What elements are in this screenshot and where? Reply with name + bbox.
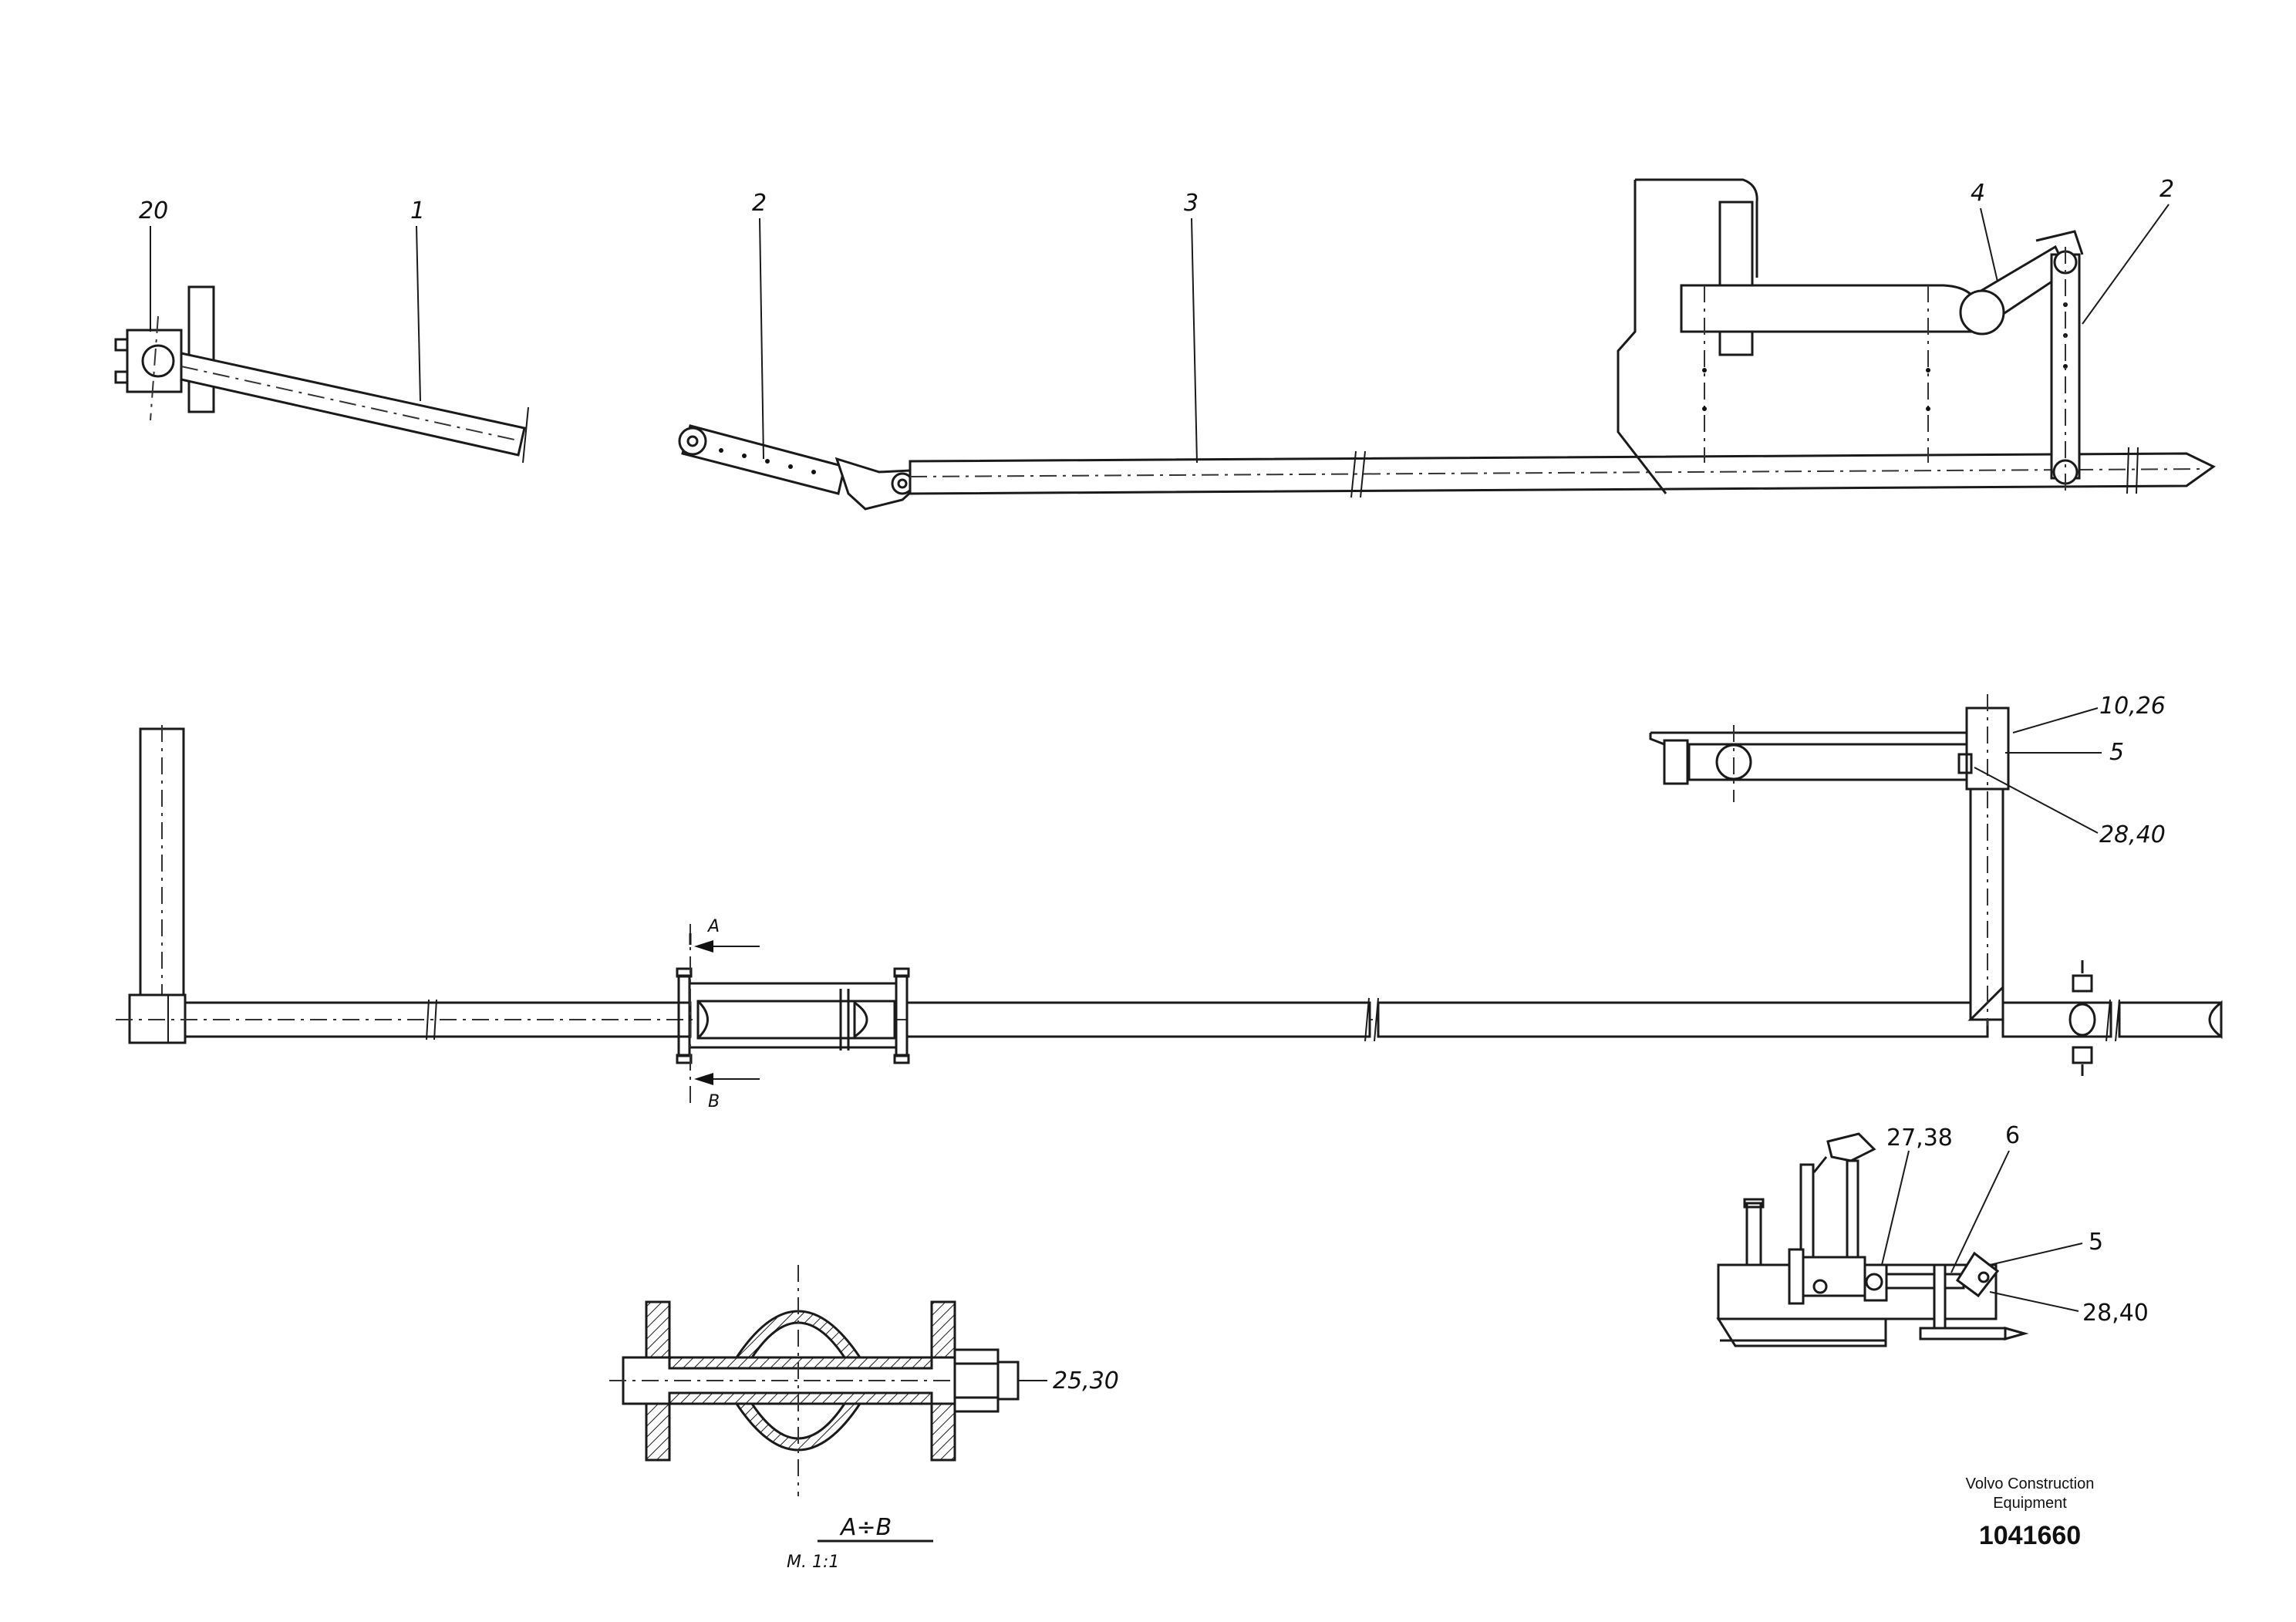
part-number: 1041660 [1979,1521,2081,1550]
top-view [114,178,2216,511]
detail-view [1716,1132,2029,1347]
side-view-callouts: 10,26 5 28,40 [1974,693,2166,848]
callout-10-26: 10,26 [2099,693,2166,720]
machine-frame [1617,178,1980,494]
callout-28-40-side: 28,40 [2099,821,2166,848]
company-name-line1: Volvo Construction [1966,1475,2095,1492]
callout-27-38: 27,38 [1886,1125,1953,1152]
section-view-labels: 25,30 A÷B M. 1:1 [787,1367,1119,1572]
callout-2-left: 2 [752,190,767,217]
callout-1: 1 [410,197,425,224]
section-mark-b: B [708,1092,720,1111]
vertical-arm-part-2 [2050,247,2081,494]
callout-25-30: 25,30 [1053,1367,1119,1394]
callout-4: 4 [1971,180,1985,207]
section-mark-a: A [706,917,720,936]
section-scale: M. 1:1 [787,1553,839,1572]
long-bar-part-3 [909,447,2216,498]
callout-28-40-detail: 28,40 [2082,1300,2149,1327]
callout-6: 6 [2005,1122,2020,1149]
side-view: A B [116,694,2223,1111]
elbow-part-4 [1959,230,2084,336]
tube-part-1 [180,352,529,464]
adjuster-link-part-2 [678,424,919,511]
detail-view-callouts: 27,38 6 5 28,40 [1881,1122,2149,1327]
title-block: Volvo Construction Equipment 1041660 [1966,1475,2095,1550]
callout-20: 20 [139,197,168,224]
callout-5-side: 5 [2109,739,2124,766]
clamp-assembly [676,967,910,1064]
top-view-callouts: 20 1 2 3 4 2 [139,176,2174,464]
callout-2-right: 2 [2159,176,2174,203]
section-view [609,1265,1033,1496]
callout-3: 3 [1184,190,1199,217]
clamp-bracket [114,285,215,421]
section-title: A÷B [839,1514,892,1541]
company-name-line2: Equipment [1993,1495,2067,1512]
callout-5-detail: 5 [2089,1229,2103,1256]
